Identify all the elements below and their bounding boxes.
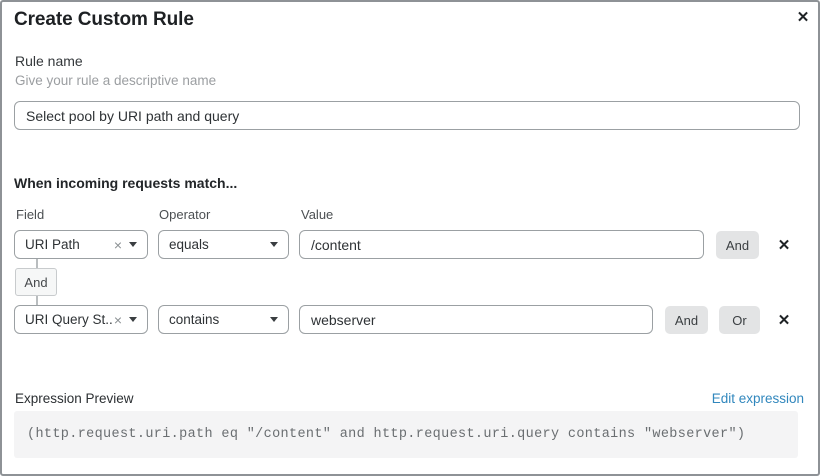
chevron-down-icon — [270, 242, 278, 247]
close-icon[interactable]: ✕ — [792, 6, 814, 28]
field-select-row2[interactable]: URI Query St... × — [14, 305, 148, 334]
delete-row2-icon[interactable]: ✕ — [774, 306, 794, 334]
chevron-down-icon — [129, 242, 137, 247]
value-input-row1[interactable] — [299, 230, 704, 259]
operator-column-label: Operator — [159, 207, 211, 222]
expression-preview-label: Expression Preview — [15, 391, 134, 406]
expression-preview-code: (http.request.uri.path eq "/content" and… — [14, 411, 798, 458]
and-button-row2[interactable]: And — [665, 306, 708, 334]
expression-preview-text: (http.request.uri.path eq "/content" and… — [27, 427, 746, 442]
value-input-row2[interactable] — [299, 305, 653, 334]
field-select-row1-value: URI Path — [25, 237, 80, 252]
match-section-heading: When incoming requests match... — [14, 175, 238, 191]
rule-name-label: Rule name — [15, 53, 83, 69]
page-title: Create Custom Rule — [14, 9, 194, 30]
rule-name-helper-text: Give your rule a descriptive name — [15, 73, 217, 88]
operator-select-row1[interactable]: equals — [158, 230, 289, 259]
connector-line-top — [36, 259, 38, 268]
or-button-row2[interactable]: Or — [719, 306, 760, 334]
value-column-label: Value — [301, 207, 334, 222]
connector-line-bottom — [36, 296, 38, 305]
delete-row1-icon[interactable]: ✕ — [774, 231, 794, 259]
chevron-down-icon — [129, 317, 137, 322]
clear-selection-icon[interactable]: × — [113, 236, 122, 253]
operator-select-row2-value: contains — [169, 312, 220, 327]
operator-select-row1-value: equals — [169, 237, 209, 252]
edit-expression-link[interactable]: Edit expression — [711, 391, 804, 406]
rule-name-input[interactable] — [14, 101, 800, 130]
and-button-row1[interactable]: And — [716, 231, 759, 259]
field-select-row2-value: URI Query St... — [25, 312, 112, 327]
field-select-row1[interactable]: URI Path × — [14, 230, 148, 259]
chevron-down-icon — [270, 317, 278, 322]
clear-selection-icon[interactable]: × — [113, 311, 122, 328]
operator-select-row2[interactable]: contains — [158, 305, 289, 334]
field-column-label: Field — [16, 207, 45, 222]
row-connector-badge: And — [15, 268, 57, 296]
